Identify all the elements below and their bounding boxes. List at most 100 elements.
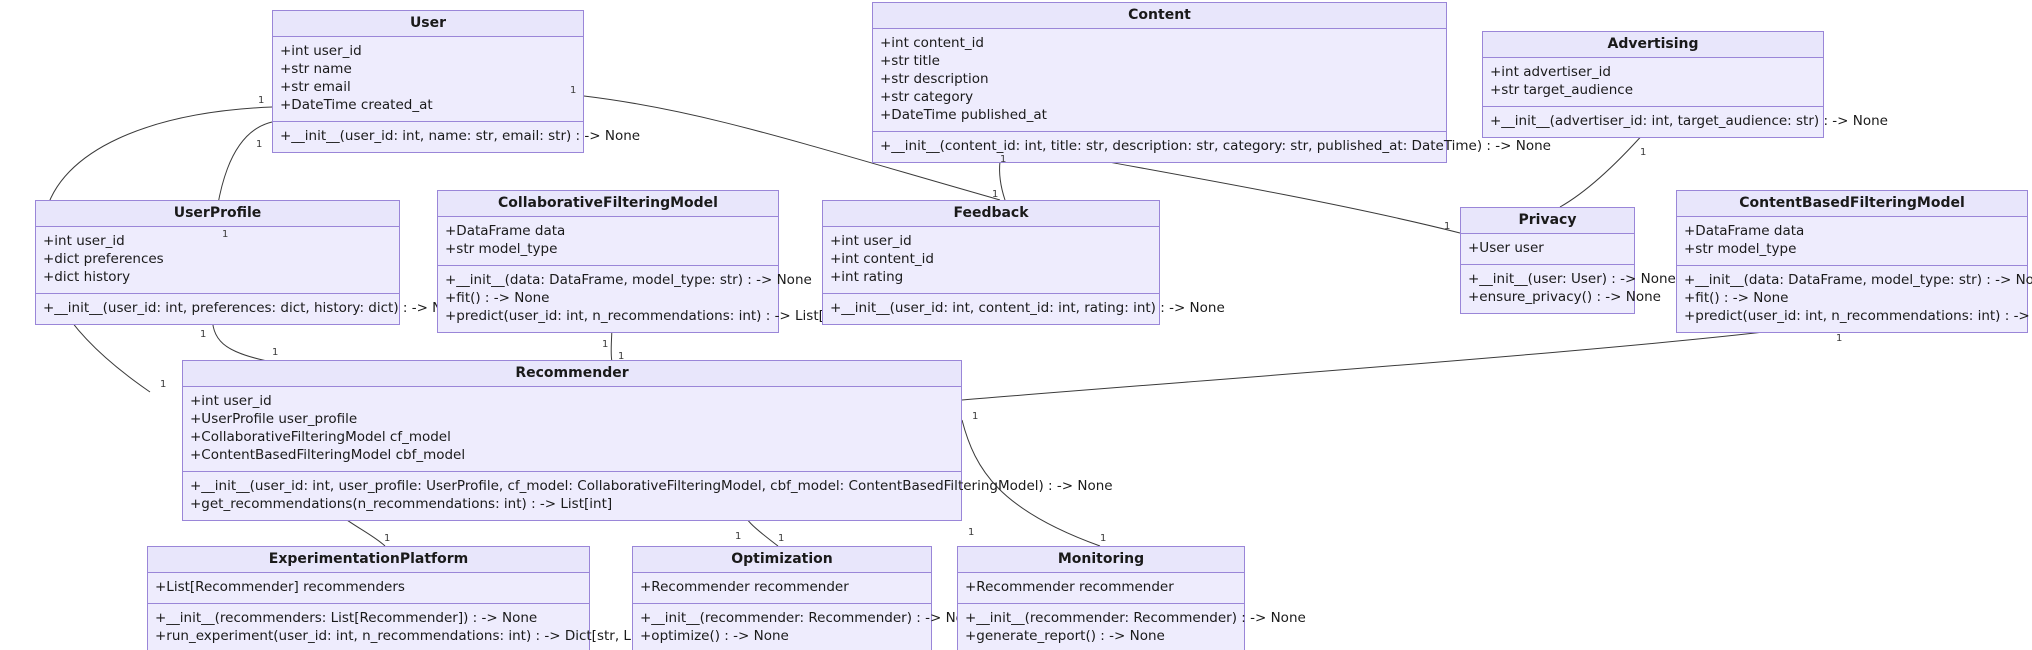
- uml-attributes-privacy: +User user: [1461, 234, 1634, 266]
- uml-methods-feedback: +__init__(user_id: int, content_id: int,…: [823, 294, 1225, 325]
- uml-methods-experimentationplatform: +__init__(recommenders: List[Recommender…: [148, 604, 681, 650]
- multiplicity-label: 1: [160, 379, 167, 390]
- uml-class-cfmodel[interactable]: CollaborativeFilteringModel+DataFrame da…: [437, 190, 847, 334]
- uml-methods-optimization: +__init__(recommender: Recommender) : ->…: [633, 604, 981, 650]
- multiplicity-label: 1: [1640, 147, 1647, 158]
- uml-method: +__init__(user_id: int, name: str, email…: [280, 128, 641, 145]
- uml-class-title-user: User: [273, 11, 583, 38]
- uml-attribute: +str description: [880, 71, 989, 88]
- uml-attribute: +str category: [880, 89, 974, 106]
- uml-methods-privacy: +__init__(user: User) : -> None+ensure_p…: [1461, 265, 1676, 314]
- uml-class-experimentationplatform[interactable]: ExperimentationPlatform+List[Recommender…: [147, 546, 681, 650]
- uml-attributes-cbfmodel: +DataFrame data+str model_type: [1677, 217, 2027, 267]
- uml-methods-advertising: +__init__(advertiser_id: int, target_aud…: [1483, 107, 1888, 138]
- uml-attribute: +DateTime published_at: [880, 107, 1047, 124]
- uml-methods-recommender: +__init__(user_id: int, user_profile: Us…: [183, 472, 1113, 521]
- uml-attributes-userprofile: +int user_id+dict preferences+dict histo…: [36, 227, 399, 295]
- uml-method: +__init__(recommender: Recommender) : ->…: [965, 610, 1306, 627]
- multiplicity-label: 1: [272, 347, 279, 358]
- multiplicity-label: 1: [972, 411, 979, 422]
- uml-class-feedback[interactable]: Feedback+int user_id+int content_id+int …: [822, 200, 1225, 326]
- uml-method: +__init__(content_id: int, title: str, d…: [880, 138, 1551, 155]
- uml-attributes-optimization: +Recommender recommender: [633, 573, 931, 605]
- uml-class-optimization[interactable]: Optimization +Recommender recommender +__i…: [632, 546, 981, 650]
- uml-attribute: +DataFrame data: [1684, 223, 1805, 240]
- uml-attributes-user: +int user_id+str name+str email+DateTime…: [273, 37, 583, 123]
- uml-method: +__init__(user_id: int, user_profile: Us…: [190, 478, 1113, 495]
- multiplicity-label: 1: [602, 339, 609, 350]
- uml-class-title-optimization: Optimization: [633, 547, 931, 574]
- uml-class-title-content: Content: [873, 3, 1446, 30]
- uml-attribute: +DateTime created_at: [280, 97, 433, 114]
- multiplicity-label: 1: [992, 189, 999, 200]
- uml-class-privacy[interactable]: Privacy+User user+__init__(user: User) :…: [1460, 207, 1676, 315]
- uml-class-title-advertising: Advertising: [1483, 32, 1823, 59]
- multiplicity-label: 1: [384, 533, 391, 544]
- uml-class-content[interactable]: Content+int content_id+str title+str des…: [872, 2, 1551, 164]
- uml-class-userprofile[interactable]: UserProfile+int user_id+dict preferences…: [35, 200, 468, 326]
- relationship-edge-advertising-privacy: [1559, 131, 1646, 208]
- uml-attributes-monitoring: +Recommender recommender: [958, 573, 1244, 605]
- uml-methods-userprofile: +__init__(user_id: int, preferences: dic…: [36, 294, 468, 325]
- uml-methods-cbfmodel: +__init__(data: DataFrame, model_type: s…: [1677, 266, 2032, 333]
- uml-attribute: +str title: [880, 53, 940, 70]
- uml-method: +__init__(advertiser_id: int, target_aud…: [1490, 113, 1888, 130]
- multiplicity-label: 1: [968, 527, 975, 538]
- uml-class-title-cfmodel: CollaborativeFilteringModel: [438, 191, 778, 218]
- uml-method: +predict(user_id: int, n_recommendations…: [1684, 308, 2032, 325]
- uml-attribute: +str model_type: [1684, 241, 1797, 258]
- multiplicity-label: 1: [778, 533, 785, 544]
- relationship-edge-cbfmodel-recommender: [961, 321, 1841, 401]
- uml-method: +optimize() : -> None: [640, 628, 789, 645]
- uml-method: +run_experiment(user_id: int, n_recommen…: [155, 628, 681, 645]
- multiplicity-label: 1: [222, 229, 229, 240]
- uml-method: +__init__(user_id: int, preferences: dic…: [43, 300, 468, 317]
- uml-attribute: +int user_id: [190, 393, 272, 410]
- multiplicity-label: 1: [735, 531, 742, 542]
- uml-attribute: +str target_audience: [1490, 82, 1634, 99]
- uml-attribute: +DataFrame data: [445, 223, 566, 240]
- uml-attribute: +int user_id: [43, 233, 125, 250]
- multiplicity-label: 1: [256, 139, 263, 150]
- uml-method: +fit() : -> None: [1684, 290, 1789, 307]
- uml-class-advertising[interactable]: Advertising+int advertiser_id+str target…: [1482, 31, 1888, 139]
- uml-attributes-experimentationplatform: +List[Recommender] recommenders: [148, 573, 589, 605]
- uml-attribute: +str model_type: [445, 241, 558, 258]
- uml-class-recommender[interactable]: Recommender+int user_id+UserProfile user…: [182, 360, 1113, 522]
- uml-class-title-experimentationplatform: ExperimentationPlatform: [148, 547, 589, 574]
- uml-attribute: +str name: [280, 61, 352, 78]
- uml-attribute: +dict history: [43, 269, 131, 286]
- uml-class-title-monitoring: Monitoring: [958, 547, 1244, 574]
- uml-class-title-feedback: Feedback: [823, 201, 1159, 228]
- uml-class-user[interactable]: User+int user_id+str name+str email+Date…: [272, 10, 641, 154]
- multiplicity-label: 1: [1836, 333, 1843, 344]
- uml-attribute: +CollaborativeFilteringModel cf_model: [190, 429, 451, 446]
- uml-method: +generate_report() : -> None: [965, 628, 1165, 645]
- uml-class-title-cbfmodel: ContentBasedFilteringModel: [1677, 191, 2027, 218]
- uml-class-title-recommender: Recommender: [183, 361, 961, 388]
- multiplicity-label: 1: [570, 85, 577, 96]
- uml-methods-cfmodel: +__init__(data: DataFrame, model_type: s…: [438, 266, 847, 333]
- uml-attribute: +int advertiser_id: [1490, 64, 1611, 81]
- multiplicity-label: 1: [618, 351, 625, 362]
- uml-method: +__init__(user_id: int, content_id: int,…: [830, 300, 1225, 317]
- uml-attribute: +dict preferences: [43, 251, 164, 268]
- uml-methods-user: +__init__(user_id: int, name: str, email…: [273, 122, 641, 153]
- multiplicity-label: 1: [258, 95, 265, 106]
- uml-attribute: +User user: [1468, 240, 1544, 257]
- uml-class-cbfmodel[interactable]: ContentBasedFilteringModel+DataFrame dat…: [1676, 190, 2032, 334]
- uml-method: +__init__(recommender: Recommender) : ->…: [640, 610, 981, 627]
- uml-attribute: +UserProfile user_profile: [190, 411, 358, 428]
- uml-method: +__init__(data: DataFrame, model_type: s…: [1684, 272, 2032, 289]
- uml-attributes-recommender: +int user_id+UserProfile user_profile+Co…: [183, 387, 961, 473]
- uml-class-monitoring[interactable]: Monitoring+Recommender recommender +__ini…: [957, 546, 1306, 650]
- uml-attributes-cfmodel: +DataFrame data+str model_type: [438, 217, 778, 267]
- uml-attribute: +Recommender recommender: [640, 579, 849, 596]
- uml-methods-monitoring: +__init__(recommender: Recommender) : ->…: [958, 604, 1306, 650]
- uml-attributes-advertising: +int advertiser_id+str target_audience: [1483, 58, 1823, 108]
- multiplicity-label: 1: [1444, 221, 1451, 232]
- uml-method: +__init__(data: DataFrame, model_type: s…: [445, 272, 812, 289]
- uml-methods-content: +__init__(content_id: int, title: str, d…: [873, 132, 1551, 163]
- uml-attribute: +ContentBasedFilteringModel cbf_model: [190, 447, 466, 464]
